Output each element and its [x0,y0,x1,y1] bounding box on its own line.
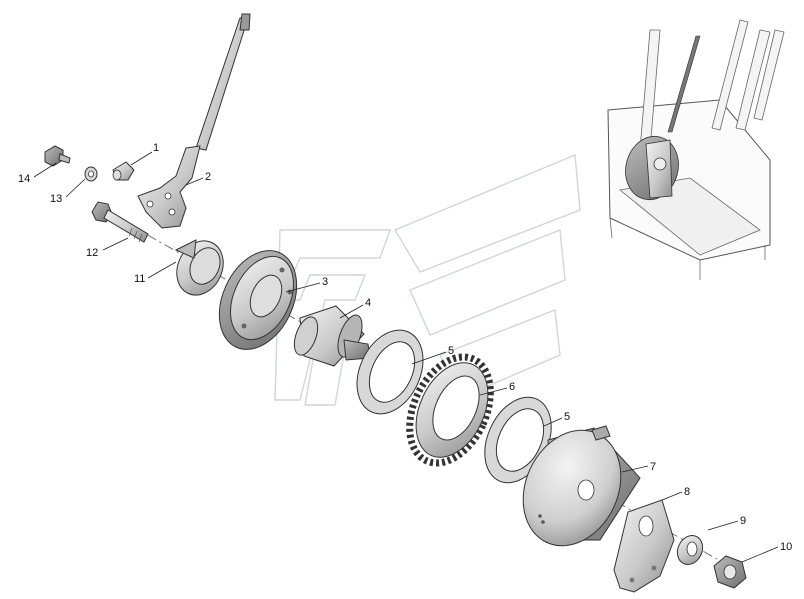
callout-5-lower: 5 [564,411,570,423]
brake-drum-part-7 [522,425,641,547]
callout-14: 14 [18,173,30,185]
callout-2: 2 [205,171,211,183]
lever-part-2 [137,13,251,229]
callout-8: 8 [684,486,690,498]
long-bolt-part-12 [91,201,149,243]
watermark-logo [274,153,581,406]
leader-lines [33,151,779,563]
callout-10: 10 [780,541,792,553]
washer-part-13 [84,166,98,182]
coupling-shaft-part-4 [293,305,371,367]
installed-view-inset [607,19,785,280]
pin-part-1 [112,161,135,181]
bracket-part-8 [613,499,675,593]
callout-1: 1 [153,142,159,154]
friction-disc-part-5-upper [356,329,424,415]
callout-7: 7 [650,461,656,473]
callout-5-upper: 5 [448,345,454,357]
nut-part-10 [713,555,747,589]
callout-9: 9 [740,515,746,527]
callout-4: 4 [365,297,371,309]
callout-12: 12 [86,247,98,259]
callout-11: 11 [134,273,145,285]
bolt-part-14 [44,145,71,167]
callout-3: 3 [322,276,328,288]
gear-ring-part-6 [406,353,494,467]
pulley-disc-part-3 [218,250,298,350]
bushing-part-11 [174,239,224,296]
callout-labels: 1 2 3 4 5 6 5 7 8 9 10 11 12 13 14 [18,142,792,553]
callout-13: 13 [50,193,62,205]
callout-6: 6 [509,381,515,393]
lock-washer-part-9 [676,534,704,566]
